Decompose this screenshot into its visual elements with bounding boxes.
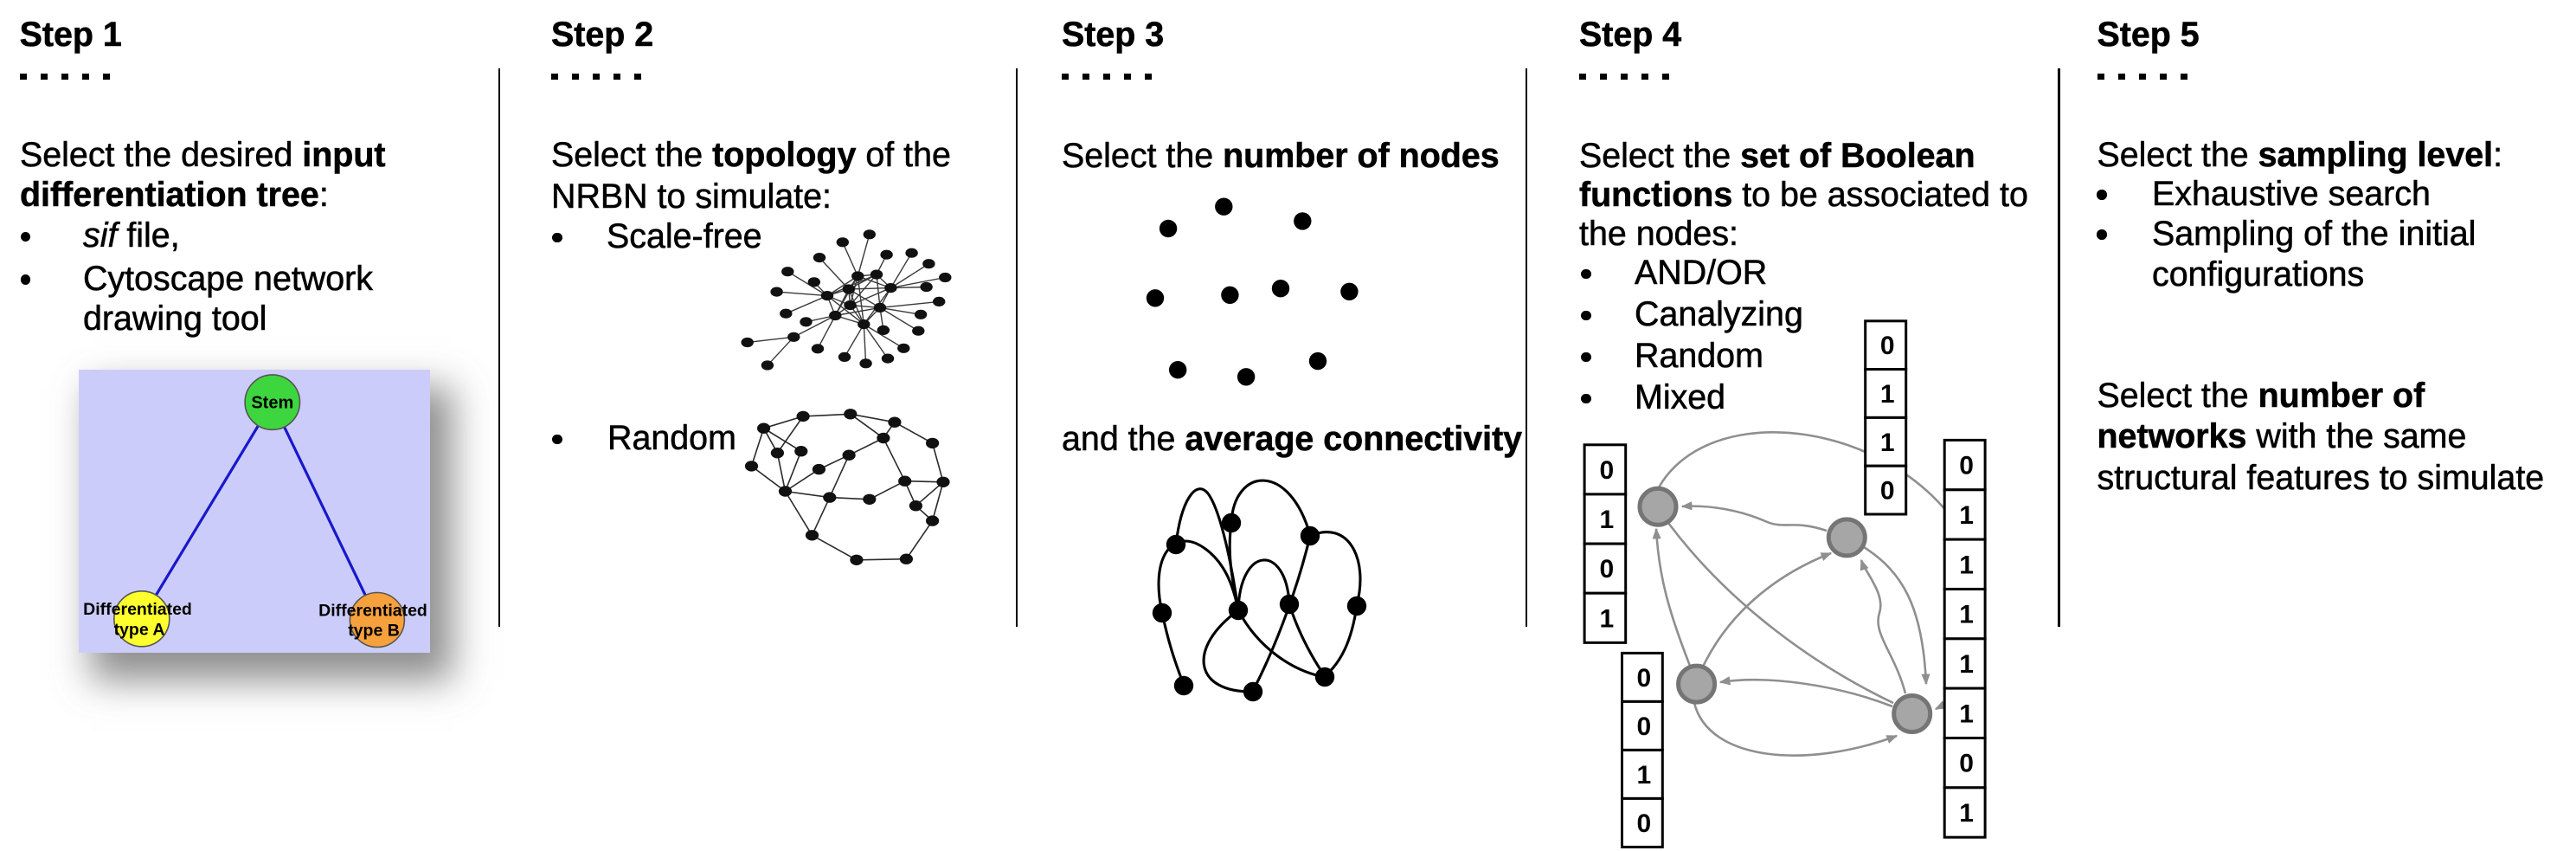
svg-text:0: 0 (1600, 456, 1615, 485)
svg-text:type A: type A (113, 621, 164, 640)
svg-text:1: 1 (1959, 551, 1974, 579)
svg-text:0: 0 (1959, 452, 1974, 480)
svg-text:1: 1 (1959, 799, 1974, 828)
svg-text:1: 1 (1880, 380, 1895, 409)
svg-text:1: 1 (1600, 506, 1615, 534)
svg-text:Differentiated: Differentiated (83, 600, 192, 619)
svg-text:0: 0 (1880, 332, 1895, 360)
svg-text:0: 0 (1637, 664, 1652, 693)
svg-text:1: 1 (1880, 429, 1895, 457)
svg-text:0: 0 (1959, 750, 1974, 778)
svg-text:1: 1 (1959, 650, 1974, 679)
svg-text:1: 1 (1959, 699, 1974, 728)
svg-text:Differentiated: Differentiated (318, 602, 427, 621)
svg-text:0: 0 (1637, 809, 1652, 838)
svg-text:0: 0 (1637, 712, 1652, 741)
svg-text:0: 0 (1880, 477, 1895, 506)
svg-text:1: 1 (1637, 761, 1652, 790)
svg-text:Stem: Stem (251, 394, 293, 413)
svg-text:0: 0 (1600, 555, 1615, 583)
svg-text:1: 1 (1959, 501, 1974, 530)
svg-text:type B: type B (348, 622, 400, 641)
svg-text:1: 1 (1959, 601, 1974, 629)
svg-text:1: 1 (1600, 604, 1615, 633)
